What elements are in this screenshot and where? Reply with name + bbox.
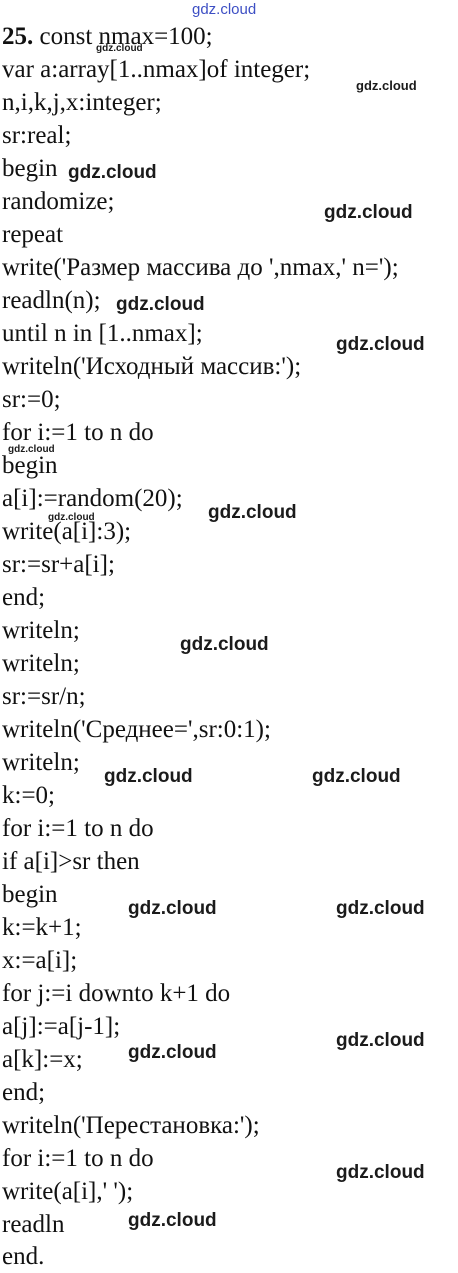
- code-line-13: for i:=1 to n do: [2, 419, 154, 446]
- code-line-3: n,i,k,j,x:integer;: [2, 89, 162, 116]
- watermark: gdz.cloud: [116, 294, 205, 315]
- code-line-7: repeat: [2, 221, 64, 248]
- code-line-14: begin: [2, 452, 58, 479]
- code-line-34: writeln('Перестановка:');: [2, 1112, 260, 1139]
- watermark: gdz.cloud: [128, 898, 217, 919]
- code-line-5: begin: [2, 155, 58, 182]
- code-line-4: sr:real;: [2, 122, 72, 149]
- code-line-32: a[k]:=x;: [2, 1046, 83, 1073]
- code-line-27: begin: [2, 881, 58, 908]
- code-line-6: randomize;: [2, 188, 115, 215]
- code-line-12: sr:=0;: [2, 386, 61, 413]
- watermark: gdz.cloud: [192, 1, 257, 18]
- code-line-9: readln(n);: [2, 287, 101, 314]
- watermark: gdz.cloud: [312, 766, 401, 787]
- watermark: gdz.cloud: [208, 502, 297, 523]
- watermark: gdz.cloud: [324, 202, 413, 223]
- code-line-1: 25. const nmax=100;: [2, 20, 213, 53]
- watermark: gdz.cloud: [128, 1042, 217, 1063]
- code-line-33: end;: [2, 1079, 46, 1106]
- watermark: gdz.cloud: [104, 766, 193, 787]
- code-line-26: if a[i]>sr then: [2, 848, 140, 875]
- code-line-19: writeln;: [2, 617, 80, 644]
- watermark: gdz.cloud: [68, 162, 157, 183]
- code-line-21: sr:=sr/n;: [2, 683, 86, 710]
- watermark: gdz.cloud: [336, 334, 425, 355]
- code-line-10: until n in [1..nmax];: [2, 320, 203, 347]
- watermark: gdz.cloud: [180, 634, 269, 655]
- code-line-22: writeln('Среднее=',sr:0:1);: [2, 716, 271, 743]
- code-line-29: x:=a[i];: [2, 947, 78, 974]
- code-line-25: for i:=1 to n do: [2, 815, 154, 842]
- code-line-16: write(a[i]:3);: [2, 518, 132, 545]
- watermark: gdz.cloud: [356, 78, 417, 93]
- code-line-28: k:=k+1;: [2, 914, 82, 941]
- watermark: gdz.cloud: [96, 43, 143, 54]
- code-line-17: sr:=sr+a[i];: [2, 551, 115, 578]
- watermark: gdz.cloud: [336, 898, 425, 919]
- code-line-36: write(a[i],' ');: [2, 1178, 134, 1205]
- code-line-18: end;: [2, 584, 46, 611]
- code-line-2: var a:array[1..nmax]of integer;: [2, 56, 311, 83]
- code-line-20: writeln;: [2, 650, 80, 677]
- exercise-number: 25.: [2, 23, 34, 50]
- code-line-15: a[i]:=random(20);: [2, 485, 183, 512]
- watermark: gdz.cloud: [336, 1030, 425, 1051]
- code-line-37: readln: [2, 1211, 65, 1238]
- code-line-38: end.: [2, 1243, 45, 1270]
- code-text: const nmax=100;: [39, 23, 213, 50]
- code-line-23: writeln;: [2, 749, 80, 776]
- code-line-30: for j:=i downto k+1 do: [2, 980, 231, 1007]
- code-line-35: for i:=1 to n do: [2, 1145, 154, 1172]
- watermark: gdz.cloud: [336, 1162, 425, 1183]
- code-line-31: a[j]:=a[j-1];: [2, 1013, 121, 1040]
- watermark: gdz.cloud: [48, 512, 95, 523]
- watermark: gdz.cloud: [128, 1210, 217, 1231]
- code-line-24: k:=0;: [2, 782, 55, 809]
- code-line-8: write('Размер массива до ',nmax,' n=');: [2, 254, 399, 281]
- code-line-11: writeln('Исходный массив:');: [2, 353, 302, 380]
- watermark: gdz.cloud: [8, 444, 55, 455]
